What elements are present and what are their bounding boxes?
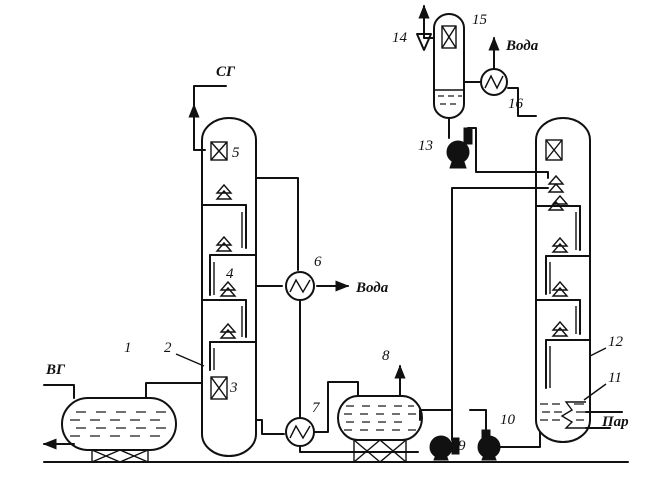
label-12: 12 [608,334,624,350]
pump9-discharge-line [451,187,549,411]
vessel-1 [61,397,177,463]
vessel-8 [337,395,423,463]
pump-13 [446,127,473,169]
label-voda-top: Вода [505,38,539,54]
heat-exchanger-7 [285,417,315,447]
label-16: 16 [508,96,524,112]
hx7-bottom-line [299,445,419,453]
pump13-reflux-line [467,127,549,179]
label-7: 7 [312,400,321,416]
valve-14 [416,33,432,51]
leader-12 [589,347,607,357]
pump10-line [499,431,541,448]
label-9: 9 [458,438,466,454]
label-10: 10 [500,412,516,428]
label-5: 5 [232,145,240,161]
label-voda-mid: Вода [355,280,389,296]
vessel1-to-column2-line [145,382,203,399]
label-par: Пар [601,414,629,430]
leader-11 [583,383,607,401]
pump-10 [477,429,501,461]
col2-bottom-to-hx7-line [255,419,285,435]
label-3: 3 [229,380,238,396]
vg-inlet-line [43,384,75,399]
label-sg: СГ [216,64,236,80]
col12-top-to-hx16-line [507,87,537,117]
heat-exchanger-6 [285,271,315,301]
label-15: 15 [472,12,488,28]
pump-9 [429,435,460,461]
label-6: 6 [314,254,322,270]
heat-exchanger-16 [480,68,508,96]
column-2 [201,117,257,457]
label-4: 4 [226,266,234,282]
separator-15 [433,13,465,119]
column-12 [535,117,591,443]
pump10-suction-line [469,409,487,431]
label-13: 13 [418,138,433,154]
leader-2 [175,353,205,367]
label-vg: ВГ [45,362,66,378]
vessel8-to-pump9-line [419,409,453,441]
label-2: 2 [164,340,172,356]
label-8: 8 [382,348,390,364]
label-11: 11 [608,370,622,386]
hx7-to-vessel8-line [313,381,359,433]
label-14: 14 [392,30,408,46]
col2-top-to-hx6-line [255,177,299,271]
label-1: 1 [124,340,132,356]
